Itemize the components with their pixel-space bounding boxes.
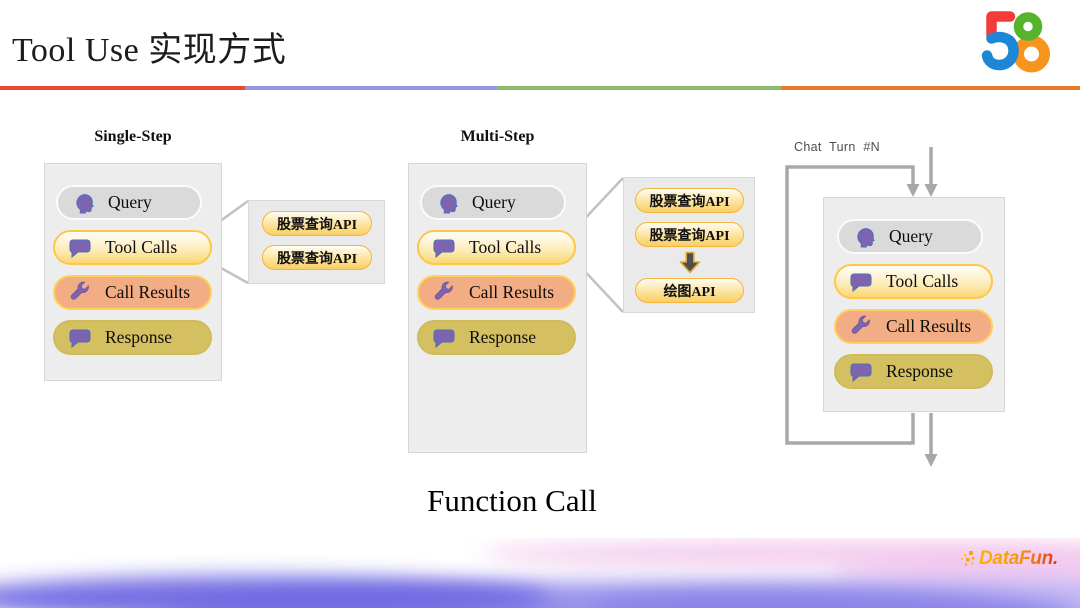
speech-bubble-icon: [432, 326, 456, 350]
page-title: Tool Use 实现方式: [12, 32, 287, 69]
multi-step-panel: Query Tool Calls Call Results Response: [408, 163, 587, 453]
logo-5-bottom: [981, 31, 1019, 71]
api-pill-label: 绘图API: [663, 284, 716, 300]
wave-dark-purple: [0, 576, 550, 608]
tool-calls-pill: Tool Calls: [417, 230, 576, 265]
divider-segment-orange: [781, 86, 1080, 90]
multi-step-api-panel: 股票查询API 股票查询API 绘图API: [623, 177, 755, 313]
api-pill: 绘图API: [635, 278, 744, 303]
pill-label: Call Results: [105, 282, 191, 302]
user-head-icon: [435, 191, 459, 215]
wrench-icon: [432, 281, 456, 305]
query-pill: Query: [837, 219, 983, 254]
user-head-icon: [71, 191, 95, 215]
pill-label: Tool Calls: [469, 237, 542, 257]
logo-5-top: [986, 11, 1016, 42]
api-pill: 股票查询API: [262, 245, 372, 270]
response-pill: Response: [834, 354, 993, 389]
speech-bubble-icon: [432, 236, 456, 260]
query-pill: Query: [56, 185, 202, 220]
pill-label: Response: [469, 327, 537, 347]
speech-bubble-icon: [68, 236, 92, 260]
wrench-icon: [68, 281, 92, 305]
pill-label: Query: [108, 192, 152, 212]
multi-step-label: Multi-Step: [460, 128, 535, 145]
api-pill-label: 股票查询API: [276, 251, 358, 267]
caption-function-call: Function Call: [427, 483, 597, 518]
logo-8-top-ring: [1013, 12, 1043, 41]
loop-arrowhead-icon: [906, 184, 920, 197]
user-head-icon: [852, 225, 876, 249]
chat-loop-panel: Query Tool Calls Call Results Response: [823, 197, 1005, 412]
pill-label: Response: [105, 327, 173, 347]
call-results-pill: Call Results: [834, 309, 993, 344]
api-pill-label: 股票查询API: [649, 194, 730, 210]
speech-bubble-icon: [68, 326, 92, 350]
pill-label: Response: [886, 361, 954, 381]
response-pill: Response: [53, 320, 212, 355]
flow-out-arrowhead-icon: [924, 454, 938, 467]
tool-calls-pill: Tool Calls: [834, 264, 993, 299]
pill-label: Query: [472, 192, 516, 212]
pill-label: Query: [889, 226, 933, 246]
api-pill-label: 股票查询API: [649, 228, 730, 244]
single-step-api-panel: 股票查询API 股票查询API: [248, 200, 385, 284]
tool-calls-pill: Tool Calls: [53, 230, 212, 265]
flow-in-arrowhead-icon: [924, 184, 938, 197]
divider-segment-green: [497, 86, 781, 90]
down-arrow-icon: [679, 251, 701, 274]
single-step-label: Single-Step: [94, 128, 172, 145]
58-logo: [981, 11, 1050, 73]
chat-turn-label: Chat Turn #N: [794, 140, 880, 154]
call-results-pill: Call Results: [53, 275, 212, 310]
speech-bubble-icon: [849, 270, 873, 294]
pill-label: Tool Calls: [105, 237, 178, 257]
divider: [0, 86, 1080, 90]
datafun-logo-text: DataFun.: [979, 548, 1058, 569]
pill-label: Call Results: [469, 282, 555, 302]
datafun-brand: DataFun.: [960, 548, 1058, 570]
api-pill: 股票查询API: [635, 188, 744, 213]
query-pill: Query: [420, 185, 566, 220]
pill-label: Tool Calls: [886, 271, 959, 291]
single-step-panel: Query Tool Calls Call Results Response: [44, 163, 222, 381]
wrench-icon: [849, 315, 873, 339]
datafun-pixels-icon: [961, 551, 975, 566]
api-pill-label: 股票查询API: [276, 217, 358, 233]
divider-segment-purple: [245, 86, 497, 90]
divider-segment-red: [0, 86, 245, 90]
call-results-pill: Call Results: [417, 275, 576, 310]
response-pill: Response: [417, 320, 576, 355]
wave-decoration: [0, 541, 1080, 608]
api-pill: 股票查询API: [262, 211, 372, 236]
api-pill: 股票查询API: [635, 222, 744, 247]
speech-bubble-icon: [849, 360, 873, 384]
logo-8-bottom-ring: [1013, 35, 1050, 73]
pill-label: Call Results: [886, 316, 972, 336]
